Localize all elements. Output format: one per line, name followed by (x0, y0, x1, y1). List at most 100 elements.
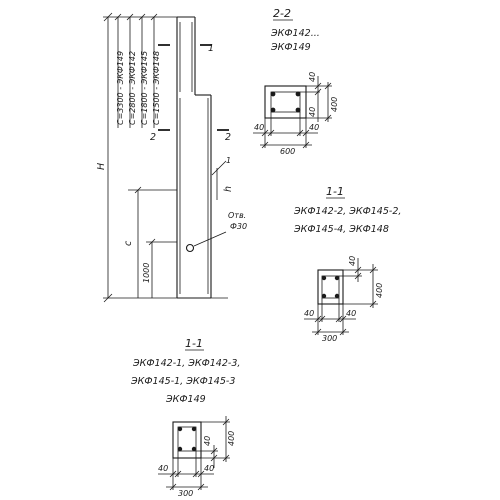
variant-label: C=2800 - ЭКФ142 (128, 51, 137, 125)
section-2-2: 2-2 ЭКФ142... ЭКФ149 40 40 400 (253, 7, 339, 156)
rebar-dot (321, 275, 327, 281)
dim-tick (103, 12, 113, 22)
dim-tick (369, 266, 377, 274)
hole-diameter: Ф30 (230, 222, 247, 231)
dim-label: 40 (309, 123, 319, 132)
section-title: 1-1 (326, 185, 344, 198)
dim-tick (324, 82, 332, 90)
section-1-1-b: 1-1 ЭКФ142-1, ЭКФ142-3, ЭКФ145-1, ЭКФ145… (130, 337, 240, 498)
hole-circle (185, 243, 195, 253)
dim-tick (222, 454, 230, 462)
dim-label: 40 (204, 464, 214, 473)
dim-tick (210, 447, 218, 455)
dim-label: 40 (308, 107, 317, 117)
rebar-dot (191, 446, 197, 452)
dim-tick (314, 82, 322, 90)
rebar-dot (270, 107, 276, 113)
dim-tick (222, 418, 230, 426)
rebar-dot (295, 91, 301, 97)
rebar-dot (295, 107, 301, 113)
section-mark-label: 2 (225, 132, 231, 143)
section-types: ЭКФ149 (165, 394, 206, 405)
section-types: ЭКФ142-1, ЭКФ142-3, (132, 358, 240, 369)
dim-tick (335, 315, 343, 323)
dim-tick (354, 266, 362, 274)
dim-tick (369, 300, 377, 308)
rebar-dot (191, 426, 197, 432)
dim-label: 300 (178, 489, 193, 498)
dim-tick (169, 470, 177, 478)
rebar-dot (177, 426, 183, 432)
dim-label: 400 (375, 283, 384, 298)
hole-leader (193, 231, 227, 247)
h-label: h (223, 186, 234, 192)
dim-label: 40 (346, 309, 356, 318)
variant-label: C=1500 - ЭКФ148 (152, 51, 161, 125)
dim-tick (174, 470, 182, 478)
dim-tick (138, 13, 146, 21)
dim-tick (261, 129, 269, 137)
dim-tick (354, 272, 362, 280)
dim-tick (339, 328, 347, 336)
dim-tick (302, 141, 310, 149)
section-title: 1-1 (185, 337, 203, 350)
dim-label: 40 (203, 436, 212, 446)
dim-tick (197, 470, 205, 478)
stirrup (270, 91, 301, 113)
dim-tick (114, 13, 122, 21)
dim-label: 40 (308, 72, 317, 82)
section-outline (264, 85, 307, 119)
dim-tick (197, 483, 205, 491)
dim-tick (314, 88, 322, 96)
section-1-1-a: 1-1 ЭКФ142-2, ЭКФ145-2, ЭКФ145-4, ЭКФ148… (293, 185, 401, 343)
dim-label: 40 (158, 464, 168, 473)
dim-tick (324, 114, 332, 122)
dim-tick (134, 186, 142, 194)
stirrup (177, 426, 197, 452)
dim-tick (148, 238, 156, 246)
hole-label: Отв. (228, 211, 246, 220)
section-types: ЭКФ142... (270, 28, 320, 39)
leader-label: 1 (226, 156, 231, 165)
dim-label: 600 (280, 147, 295, 156)
dim-tick (318, 315, 326, 323)
dim-label: 40 (254, 123, 264, 132)
dim-tick (169, 483, 177, 491)
section-mark-label: 1 (208, 43, 214, 54)
variant-label: C=1800 - ЭКФ145 (140, 51, 149, 125)
dim-tick (314, 315, 322, 323)
rebar-dot (334, 293, 340, 299)
dim-tick (150, 13, 158, 21)
rebar-dot (177, 446, 183, 452)
leader-line (211, 160, 227, 176)
rebar-dot (270, 91, 276, 97)
dim-1000-label: 1000 (142, 263, 151, 283)
dim-tick (103, 293, 113, 303)
rebar-dot (321, 293, 327, 299)
section-outline (172, 421, 202, 459)
dim-tick (210, 454, 218, 462)
column-elevation: Отв. Ф30 1 2 2 1 h H C=3300 - ЭКФ149 C=2… (96, 12, 247, 303)
section-types: ЭКФ145-1, ЭКФ145-3 (130, 376, 235, 387)
dim-tick (296, 129, 304, 137)
rebar-dot (334, 275, 340, 281)
section-title: 2-2 (273, 7, 291, 20)
section-outline (317, 269, 344, 305)
height-label: H (96, 163, 107, 170)
dim-tick (192, 470, 200, 478)
section-types: ЭКФ142-2, ЭКФ145-2, (293, 206, 401, 217)
section-types: ЭКФ145-4, ЭКФ148 (293, 224, 389, 235)
dim-tick (126, 13, 134, 21)
c-label: c (123, 240, 134, 246)
dim-tick (302, 129, 310, 137)
variant-label: C=3300 - ЭКФ149 (116, 51, 125, 125)
dim-label: 300 (322, 334, 337, 343)
dim-tick (261, 141, 269, 149)
section-mark-label: 2 (150, 132, 156, 143)
section-types: ЭКФ149 (270, 42, 311, 53)
dim-label: 400 (227, 431, 236, 446)
dim-label: 40 (348, 256, 357, 266)
dim-tick (339, 315, 347, 323)
dim-label: 400 (330, 97, 339, 112)
